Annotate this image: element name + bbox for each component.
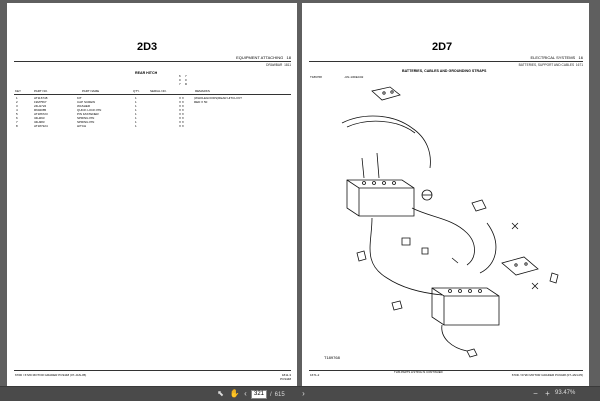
footer-right: 670D / 672D MOTOR GRADER PC9448 (07-JAN-…: [511, 373, 583, 377]
header-qty: QTY.: [133, 89, 140, 93]
cable-main: [411, 207, 475, 266]
header-part-name: PART NAME: [82, 89, 100, 93]
footer-rule: [309, 370, 583, 371]
battery-lower: [431, 287, 500, 326]
cursor-icon: ⬉: [217, 389, 224, 398]
header-part-no: PART NO.: [34, 89, 48, 93]
section-title: ELECTRICAL SYSTEMS 16: [530, 55, 583, 60]
diagram-label: T189768: [324, 355, 340, 360]
battery-bracket-lower: [501, 256, 539, 276]
page-number-input[interactable]: 321: [251, 390, 267, 399]
figure-date-code: -UN-13DEC02: [344, 75, 364, 79]
page-navigator: 321 / 615: [251, 389, 285, 400]
chevron-right-icon: ›: [302, 389, 305, 398]
page-2d7: 2D7 ELECTRICAL SYSTEMS 16 BATTERIES, SUP…: [302, 3, 589, 386]
battery-upper: [346, 179, 415, 217]
footer-right: 1811-3: [281, 373, 291, 377]
page-code: 2D3: [137, 41, 158, 53]
subsection-title: DRAWBAR 1811: [266, 63, 291, 67]
zoom-out-button[interactable]: −: [530, 389, 541, 399]
page-code: 2D7: [432, 41, 453, 53]
header-rule: [14, 61, 291, 62]
plus-icon: +: [545, 389, 550, 398]
zoom-in-button[interactable]: +: [542, 389, 553, 399]
header-rule: [309, 61, 583, 62]
minus-icon: −: [533, 389, 538, 398]
footer-center: THIS PARTS LISTING IS CONTINUED: [394, 370, 443, 374]
hand-icon: ✋: [229, 389, 240, 398]
page-2d3: 2D3 EQUIPMENT ATTACHING 18 DRAWBAR 1811 …: [7, 3, 297, 386]
cable-lower: [369, 217, 443, 296]
header-key: KEY: [15, 89, 22, 93]
chevron-left-icon: ‹: [244, 389, 247, 398]
ground-strap: [441, 324, 468, 352]
table-title: REAR HITCH: [135, 71, 158, 75]
hand-tool-button[interactable]: ✋: [229, 389, 240, 399]
cable-upper: [341, 115, 431, 169]
total-pages: 615: [274, 391, 285, 398]
header-serial-no: SERIAL NO.: [150, 89, 167, 93]
section-title: EQUIPMENT ATTACHING 18: [236, 55, 291, 60]
footer-right-sub: PC9448: [280, 377, 291, 381]
table-title: BATTERIES, CABLES AND GROUNDING STRAPS: [402, 69, 487, 73]
battery-bracket-top: [371, 86, 401, 101]
viewer-toolbar: ⬉ ✋ ‹ 321 / 615 › − + 93.47%: [0, 386, 600, 401]
next-page-button[interactable]: ›: [298, 389, 309, 399]
footer-left: 1671-2: [310, 373, 320, 377]
zoom-level[interactable]: 93.47%: [555, 390, 576, 396]
footer-rule: [14, 370, 291, 371]
page-separator: /: [270, 391, 272, 398]
table-rule: [14, 94, 291, 95]
header-remarks: REMARKS: [195, 89, 210, 93]
subsection-title: BATTERIES, SUPPORT AND CABLES 1671: [518, 63, 583, 67]
previous-page-button[interactable]: ‹: [240, 389, 251, 399]
footer-left: 670D / 672D MOTOR GRADER PC9448 (07-JAN-…: [15, 373, 87, 377]
select-tool-button[interactable]: ⬉: [215, 389, 226, 399]
figure-code: T189768: [310, 75, 322, 79]
battery-cable-diagram: [341, 86, 559, 358]
